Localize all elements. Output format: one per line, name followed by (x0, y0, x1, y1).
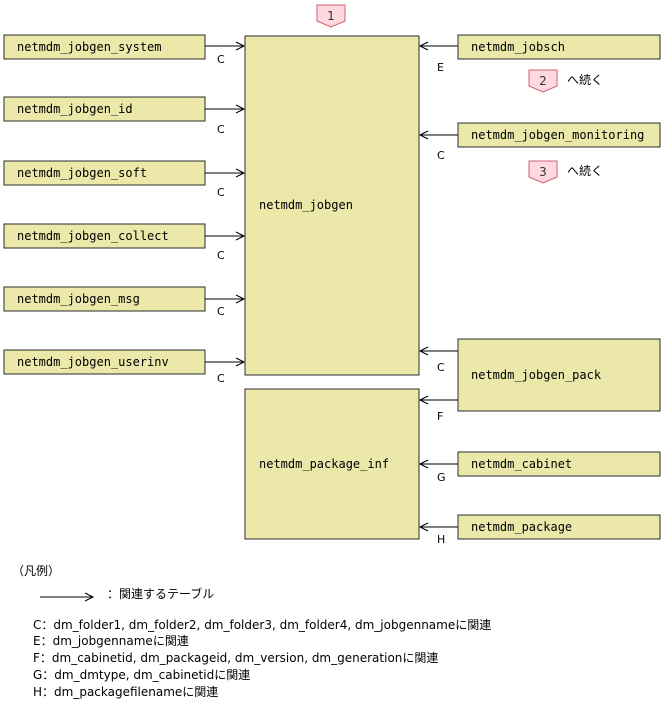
page-marker-3: 3 へ続く (528, 160, 603, 184)
table-netmdm-package-inf-box (244, 388, 420, 540)
relation-letter: C (437, 361, 445, 374)
table-netmdm-jobgen-collect: netmdm_jobgen_collect C (3, 223, 246, 262)
table-label: netmdm_jobgen_collect (17, 229, 169, 243)
arrow-head (418, 41, 429, 51)
arrow-head (235, 104, 246, 114)
table-netmdm-jobgen-label: netmdm_jobgen (259, 198, 353, 212)
arrow-head (418, 522, 429, 532)
relation-letter: C (217, 305, 225, 318)
table-label: netmdm_jobgen_id (17, 102, 133, 116)
arrow-head (418, 395, 429, 405)
arrow-head (235, 168, 246, 178)
legend-line-f: F：dm_cabinetid, dm_packageid, dm_version… (33, 651, 438, 665)
table-box (3, 160, 206, 186)
relation-letter: C (217, 372, 225, 385)
table-netmdm-package-inf: netmdm_package_inf (244, 388, 420, 540)
relation-letter: C (217, 249, 225, 262)
continue-label: へ続く (567, 164, 603, 178)
table-box (457, 451, 661, 477)
marker-3-shape (528, 160, 558, 184)
table-netmdm-cabinet: netmdm_cabinet G (418, 451, 661, 484)
relation-letter: C (217, 53, 225, 66)
relation-letter: C (217, 123, 225, 136)
table-netmdm-jobgen-box (244, 35, 420, 376)
legend-line-e: E：dm_jobgennameに関連 (33, 634, 189, 648)
relation-letter: C (437, 149, 445, 162)
legend-line-g: G：dm_dmtype, dm_cabinetidに関連 (33, 668, 250, 682)
table-box (457, 514, 661, 540)
table-netmdm-jobgen-id: netmdm_jobgen_id C (3, 96, 246, 136)
legend-arrow-meaning: ：関連するテーブル (107, 586, 214, 601)
table-box (3, 96, 206, 122)
relation-letter: C (217, 186, 225, 199)
table-netmdm-package-inf-label: netmdm_package_inf (259, 457, 389, 471)
table-box (3, 34, 206, 60)
table-label: netmdm_jobgen_msg (17, 292, 140, 306)
arrow-head (418, 459, 429, 469)
table-netmdm-jobgen-soft: netmdm_jobgen_soft C (3, 160, 246, 199)
relation-letter: E (437, 61, 444, 74)
table-box (3, 286, 206, 312)
arrow-head (418, 346, 429, 356)
marker-2-shape (528, 69, 558, 93)
marker-1-shape (316, 4, 346, 28)
legend: （凡例） ：関連するテーブル C：dm_folder1, dm_folder2,… (12, 564, 491, 699)
table-netmdm-jobgen-userinv: netmdm_jobgen_userinv C (3, 349, 246, 385)
page-marker-1: 1 (316, 4, 346, 28)
marker-1-number: 1 (327, 9, 335, 23)
arrow-head (418, 130, 429, 140)
table-netmdm-package: netmdm_package H (418, 514, 661, 546)
legend-line-c: C：dm_folder1, dm_folder2, dm_folder3, dm… (33, 618, 491, 632)
table-box (3, 349, 206, 375)
marker-2-number: 2 (539, 74, 547, 88)
table-label: netmdm_jobsch (471, 40, 565, 54)
relation-letter: G (437, 471, 446, 484)
continue-label: へ続く (567, 73, 603, 87)
page-marker-2: 2 へ続く (528, 69, 603, 93)
table-label: netmdm_package (471, 520, 572, 534)
table-netmdm-jobgen: netmdm_jobgen (244, 35, 420, 376)
table-label: netmdm_jobgen_monitoring (471, 128, 644, 142)
table-netmdm-jobgen-monitoring: netmdm_jobgen_monitoring C (418, 122, 661, 162)
table-label: netmdm_cabinet (471, 457, 572, 471)
legend-line-h: H：dm_packagefilenameに関連 (33, 685, 218, 699)
table-netmdm-jobgen-msg: netmdm_jobgen_msg C (3, 286, 246, 318)
table-label: netmdm_jobgen_userinv (17, 355, 169, 369)
marker-3-number: 3 (539, 165, 547, 179)
table-box (457, 34, 661, 60)
relation-letter: F (437, 410, 443, 423)
table-label: netmdm_jobgen_system (17, 40, 162, 54)
arrow-head (235, 231, 246, 241)
table-box (3, 223, 206, 249)
table-box (457, 338, 661, 412)
table-label: netmdm_jobgen_pack (471, 368, 602, 382)
legend-title: （凡例） (12, 564, 60, 578)
relation-letter: H (437, 533, 445, 546)
arrow-head (235, 41, 246, 51)
table-box (457, 122, 661, 148)
table-netmdm-jobsch: netmdm_jobsch E (418, 34, 661, 74)
arrow-head (235, 357, 246, 367)
legend-arrow-head (84, 592, 95, 602)
table-netmdm-jobgen-pack: netmdm_jobgen_pack C F (418, 338, 661, 423)
table-label: netmdm_jobgen_soft (17, 166, 147, 180)
table-netmdm-jobgen-system: netmdm_jobgen_system C (3, 34, 246, 66)
arrow-head (235, 294, 246, 304)
